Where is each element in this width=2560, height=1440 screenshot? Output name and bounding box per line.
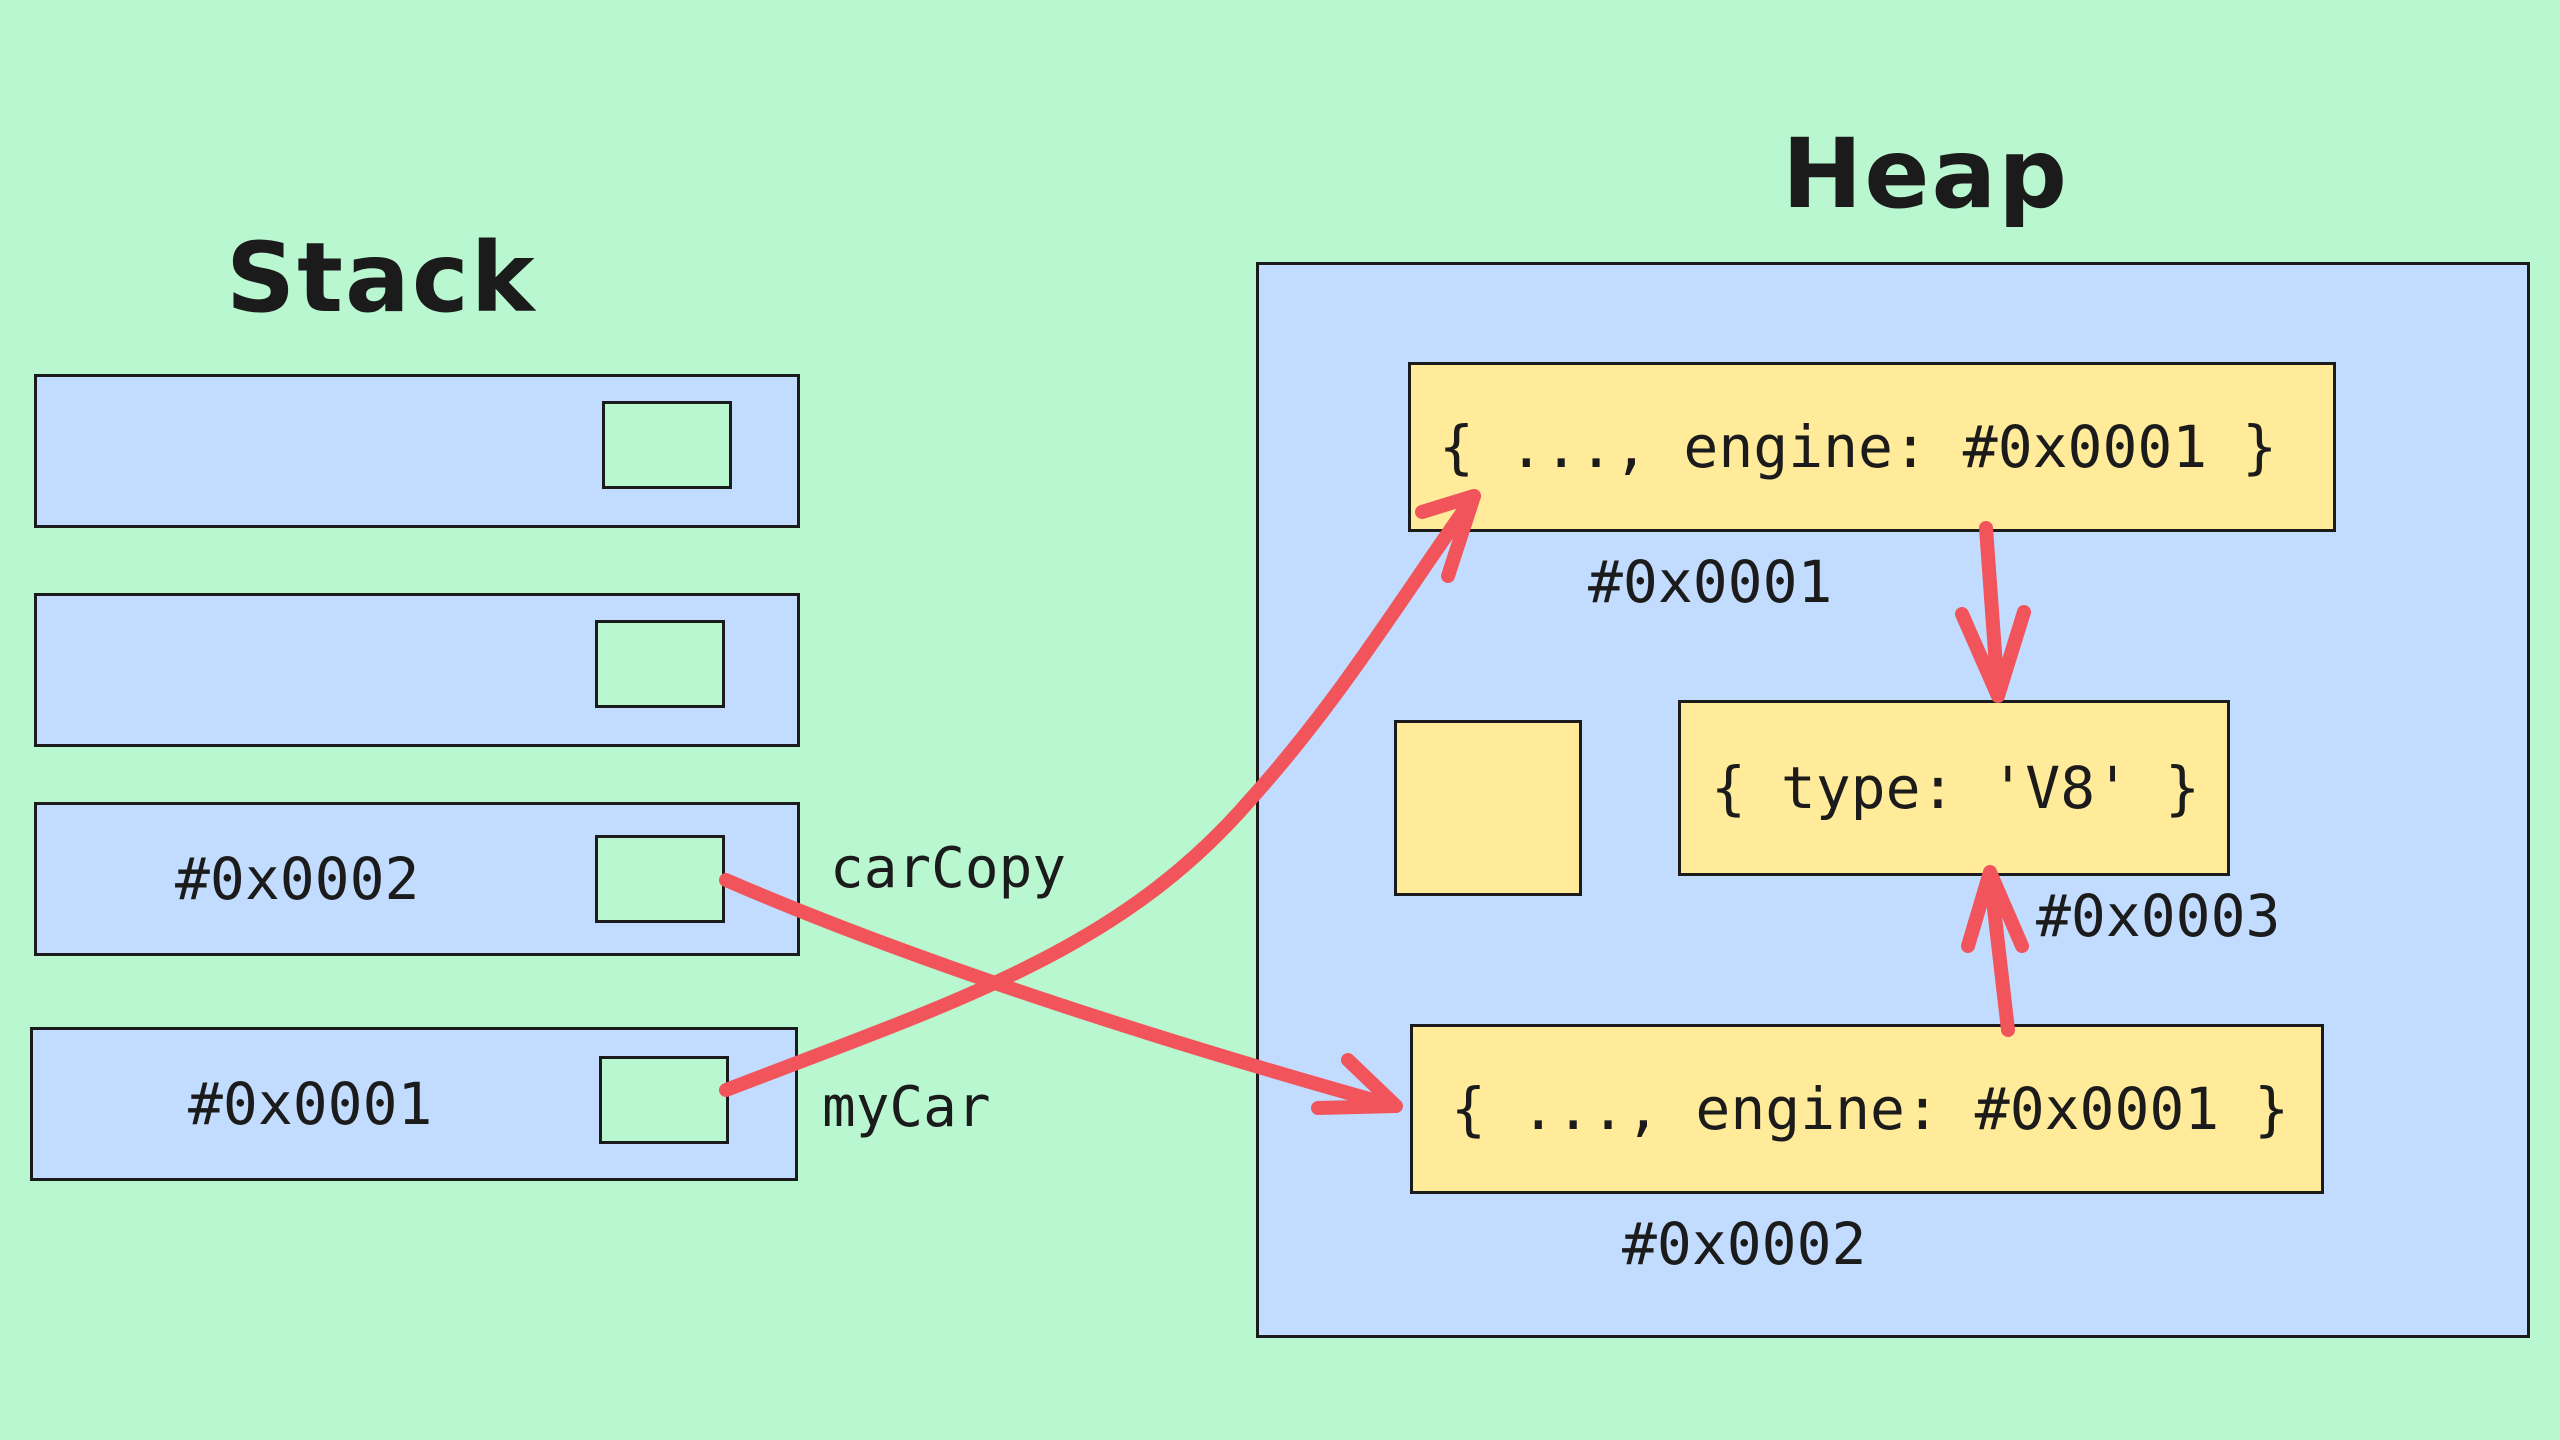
heap-object-engine: { type: 'V8' }	[1678, 700, 2230, 876]
heap-object-content: { ..., engine: #0x0001 }	[1439, 413, 2278, 481]
stack-slot-pointer-box	[599, 1056, 729, 1144]
heap-object-empty	[1394, 720, 1582, 896]
stack-slot-pointer-box	[595, 620, 725, 708]
variable-label-carcopy: carCopy	[830, 836, 1067, 901]
heap-address-label: #0x0002	[1622, 1210, 1867, 1278]
heap-object-content: { type: 'V8' }	[1711, 754, 2200, 822]
heap-object-content: { ..., engine: #0x0001 }	[1451, 1075, 2290, 1143]
stack-title: Stack	[226, 222, 537, 334]
stack-slot-pointer-box	[595, 835, 725, 923]
stack-slot-value: #0x0001	[188, 1070, 433, 1138]
heap-address-label: #0x0001	[1588, 548, 1833, 616]
variable-label-mycar: myCar	[822, 1075, 991, 1140]
stack-slot-value: #0x0002	[175, 845, 420, 913]
heap-object-car: { ..., engine: #0x0001 }	[1408, 362, 2336, 532]
stack-slot-pointer-box	[602, 401, 732, 489]
stack-slot-mycar: #0x0001	[30, 1027, 798, 1181]
heap-address-label: #0x0003	[2036, 882, 2281, 950]
stack-slot-carcopy: #0x0002	[34, 802, 800, 956]
heap-title: Heap	[1782, 118, 2069, 230]
stack-slot-2	[34, 593, 800, 747]
heap-object-car-copy: { ..., engine: #0x0001 }	[1410, 1024, 2324, 1194]
stack-slot-1	[34, 374, 800, 528]
